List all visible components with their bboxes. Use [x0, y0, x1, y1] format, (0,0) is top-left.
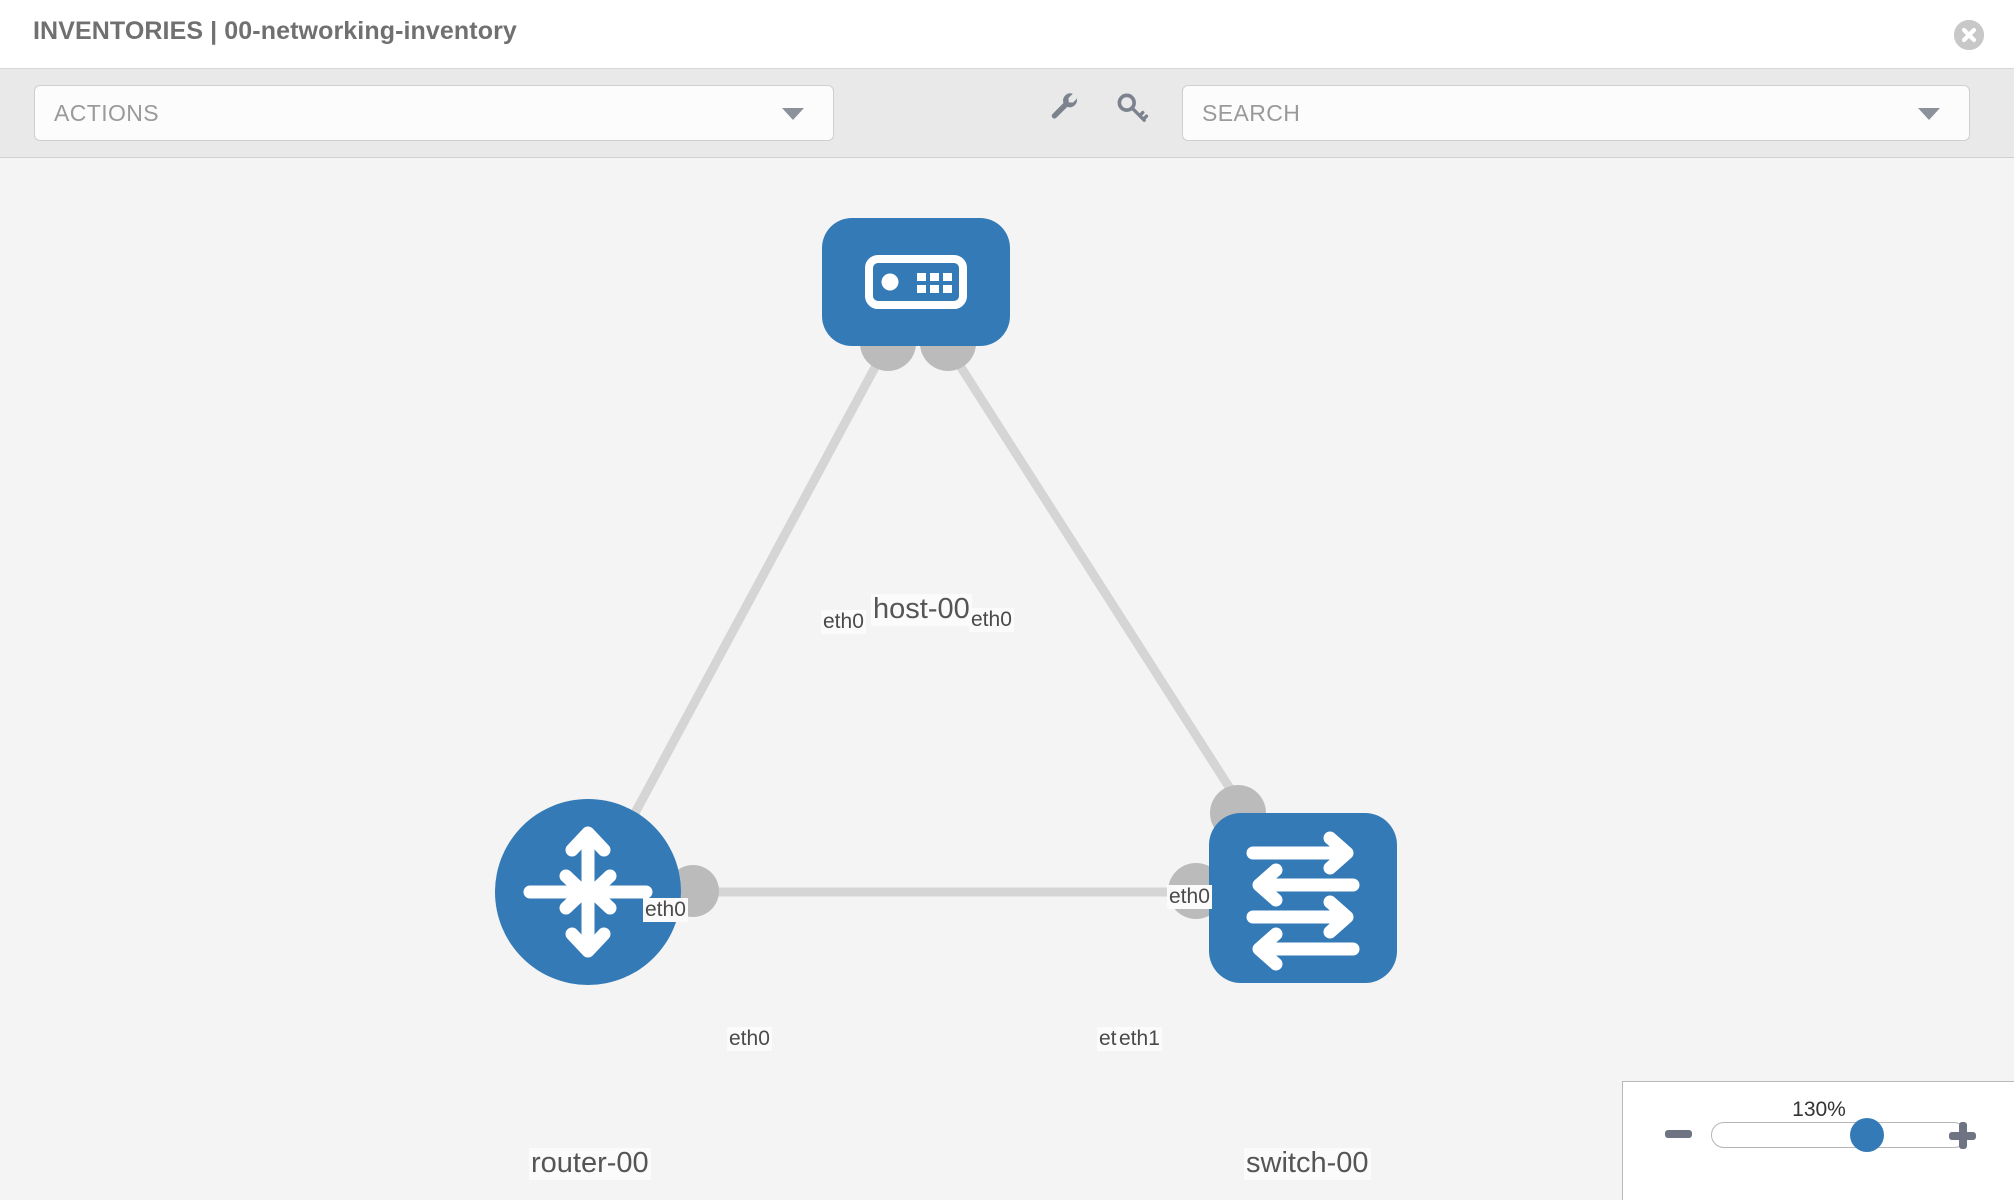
node-router-00[interactable] [495, 799, 681, 985]
iface-label-host-right: eth0 [969, 608, 1014, 633]
node-label-router-00: router-00 [529, 1147, 651, 1180]
search-placeholder: SEARCH [1202, 100, 1301, 126]
topology-links [596, 355, 1272, 897]
iface-label-router-up: eth0 [643, 898, 688, 923]
switch-icon [1246, 831, 1360, 971]
iface-label-switch-up: eth0 [1167, 885, 1212, 910]
actions-dropdown[interactable]: ACTIONS [34, 85, 834, 141]
zoom-control-panel: 130% [1622, 1081, 2014, 1200]
node-switch-00[interactable] [1209, 813, 1397, 983]
iface-label-router-right: eth0 [727, 1027, 772, 1052]
page-header: INVENTORIES | 00-networking-inventory [0, 0, 2014, 68]
zoom-slider-thumb[interactable] [1849, 1118, 1884, 1152]
link-host-router[interactable] [596, 355, 884, 881]
link-host-switch[interactable] [951, 355, 1272, 851]
iface-label-switch-left-front: eth1 [1117, 1027, 1162, 1052]
topology-canvas[interactable]: eth0 host-00 eth0 eth0 eth0 eth0 eth0 et… [0, 158, 2014, 1200]
chevron-down-icon[interactable] [1918, 108, 1940, 120]
key-icon[interactable] [1115, 91, 1149, 125]
close-icon[interactable] [1954, 20, 1984, 50]
zoom-slider[interactable] [1711, 1118, 1967, 1152]
node-label-switch-00: switch-00 [1244, 1147, 1371, 1180]
actions-dropdown-label: ACTIONS [54, 100, 160, 126]
toolbar: ACTIONS SEARCH [0, 68, 2014, 158]
topology-graph [495, 218, 1397, 985]
plus-icon[interactable] [1949, 1122, 1976, 1149]
page-title: INVENTORIES | 00-networking-inventory [33, 17, 517, 45]
chevron-down-icon [782, 108, 804, 120]
node-label-host-00: host-00 [871, 593, 972, 626]
server-icon [865, 255, 967, 309]
iface-label-host-left: eth0 [821, 610, 866, 635]
wrench-icon[interactable] [1048, 91, 1082, 125]
node-host-00[interactable] [822, 218, 1010, 346]
router-icon [523, 826, 653, 958]
minus-icon[interactable] [1665, 1130, 1692, 1138]
zoom-level-value: 130% [1792, 1098, 1846, 1121]
search-input[interactable]: SEARCH [1182, 85, 1970, 141]
